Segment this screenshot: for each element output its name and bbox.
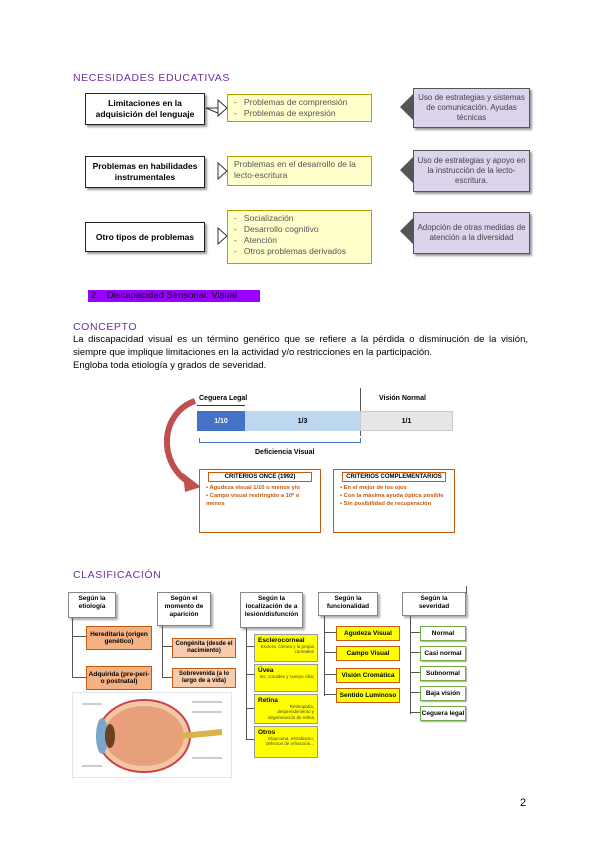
- complementarios-box: CRITERIOS COMPLEMENTARIOS • En el mejor …: [333, 469, 455, 533]
- sev-baja-vision: Baja visión: [420, 686, 466, 701]
- arrow-left-icon: [400, 218, 413, 244]
- row-1-item: Problemas de comprensión: [234, 97, 365, 108]
- func-agudeza: Agudeza Visual: [336, 626, 400, 641]
- deficiencia-label: Deficiencia Visual: [255, 449, 315, 456]
- header-etiologia: Según la etiología: [68, 592, 116, 618]
- row-3-item: Otros problemas derivados: [234, 246, 365, 257]
- concepto-text-2: Engloba toda etiología y grados de sever…: [73, 360, 267, 371]
- row-3-middle-box: Socialización Desarrollo cognitivo Atenc…: [227, 210, 372, 264]
- header-momento: Según el momento de aparición: [157, 592, 211, 626]
- row-1-right-box: Uso de estrategias y sistemas de comunic…: [413, 88, 530, 128]
- necesidades-row-3: Otro tipos de problemas Socialización De…: [80, 208, 530, 268]
- comp-item: • Con la máxima ayuda óptica posible: [340, 492, 444, 499]
- eye-anatomy-icon: [72, 692, 232, 778]
- row-3-right-box: Adopción de otras medidas de atención a …: [413, 212, 530, 254]
- clasificacion-title: CLASIFICACIÓN: [73, 569, 162, 581]
- chevron-right-icon: [205, 98, 228, 118]
- concepto-text: La discapacidad visual es un término gen…: [73, 334, 528, 358]
- sev-casi-normal: Casi normal: [420, 646, 466, 661]
- once-box: CRITERIOS ONCE (1992) • Agudeza visual 1…: [199, 469, 321, 533]
- section-title: Discapacidad Sensorial: Visual: [106, 290, 238, 301]
- loc-uvea: Úvea Iris, coroides y cuerpo ciliar: [254, 664, 318, 692]
- header-funcionalidad: Según la funcionalidad: [318, 592, 378, 616]
- func-luminoso: Sentido Luminoso: [336, 688, 400, 703]
- section-2-heading: 2. Discapacidad Sensorial: Visual: [88, 290, 260, 302]
- loc-retina: Retina Retinopatía, desprendimiento y de…: [254, 694, 318, 724]
- row-3-item: Desarrollo cognitivo: [234, 224, 365, 235]
- necesidades-title: NECESIDADES EDUCATIVAS: [73, 72, 230, 84]
- cell-1-3: 1/3: [245, 411, 360, 431]
- loc-esclerocorneal: Esclerocorneal Esclera, córnea y la prop…: [254, 634, 318, 662]
- row-2-middle-box: Problemas en el desarrollo de la lecto-e…: [227, 156, 372, 186]
- section-number: 2.: [91, 290, 99, 301]
- loc-otros: Otros Glaucoma, estrabismo, defectos de …: [254, 726, 318, 758]
- func-campo: Campo Visual: [336, 646, 400, 661]
- necesidades-row-1: Limitaciones en la adquisición del lengu…: [80, 88, 530, 130]
- sev-ceguera-legal: Ceguera legal: [420, 706, 466, 721]
- once-item: • Agudeza visual 1/10 o menos y/o: [206, 485, 300, 491]
- row-1-item: Problemas de expresión: [234, 108, 365, 119]
- clasificacion-diagram: Según la etiología Según el momento de a…: [60, 584, 480, 774]
- momento-congenita: Congénita (desde el nacimiento): [172, 638, 236, 658]
- header-severidad: Según la severidad: [402, 592, 466, 616]
- sev-subnormal: Subnormal: [420, 666, 466, 681]
- curved-arrow-icon: [164, 398, 201, 492]
- arrow-left-icon: [400, 157, 413, 183]
- row-2-left-box: Problemas en habilidades instrumentales: [85, 156, 205, 188]
- sev-normal: Normal: [420, 626, 466, 641]
- vision-diagram: Ceguera Legal Visión Normal 1/10 1/3 1/1…: [155, 383, 455, 533]
- page-number: 2: [520, 797, 527, 809]
- cell-1-1: 1/1: [360, 411, 453, 431]
- arrow-left-icon: [400, 94, 413, 120]
- func-cromatica: Visión Cromática: [336, 668, 400, 683]
- chevron-right-icon: [217, 161, 228, 181]
- row-3-item: Atención: [234, 235, 365, 246]
- chevron-right-icon: [217, 226, 228, 246]
- comp-item: • En el mejor de los ojos: [340, 485, 407, 491]
- comp-title: CRITERIOS COMPLEMENTARIOS: [342, 472, 446, 482]
- comp-item: • Sin posibilidad de recuperación: [340, 500, 432, 507]
- etiologia-adquirida: Adquirida (pre-peri-o postnatal): [86, 666, 152, 690]
- row-2-right-box: Uso de estrategias y apoyo en la instruc…: [413, 150, 530, 192]
- cell-1-10: 1/10: [197, 411, 245, 431]
- necesidades-row-2: Problemas en habilidades instrumentales …: [80, 150, 530, 192]
- once-item: • Campo visual restringido a 10º o menos: [206, 492, 300, 507]
- once-title: CRITERIOS ONCE (1992): [208, 472, 312, 482]
- header-localizacion: Según la localización de a lesión/disfun…: [240, 592, 303, 628]
- row-1-left-box: Limitaciones en la adquisición del lengu…: [85, 93, 205, 125]
- row-3-item: Socialización: [234, 213, 365, 224]
- row-1-middle-box: Problemas de comprensión Problemas de ex…: [227, 94, 372, 122]
- ceguera-legal-label: Ceguera Legal: [199, 395, 248, 402]
- momento-sobrevenida: Sobrevenida (a lo largo de a vida): [172, 668, 236, 688]
- row-3-left-box: Otro tipos de problemas: [85, 222, 205, 252]
- concepto-title: CONCEPTO: [73, 321, 138, 333]
- etiologia-hereditaria: Hereditaria (origen genético): [86, 626, 152, 650]
- vision-normal-label: Visión Normal: [379, 395, 426, 402]
